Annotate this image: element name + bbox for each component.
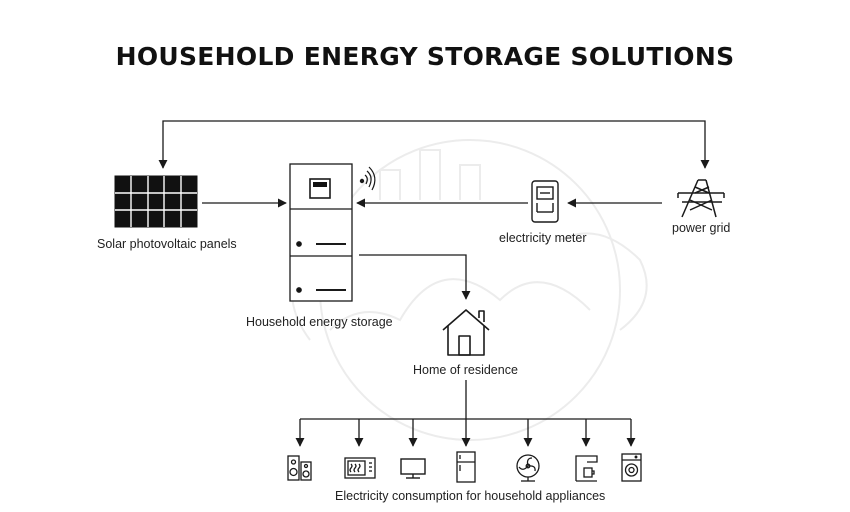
television-icon [400, 458, 426, 479]
refrigerator-icon [456, 451, 476, 483]
meter-label: electricity meter [499, 231, 587, 245]
grid-to-solar-connector [158, 120, 710, 169]
solar-panel-icon [114, 175, 198, 228]
electricity-meter-icon [531, 180, 559, 223]
wifi-icon [359, 166, 376, 191]
speaker-icon [287, 455, 312, 481]
solar-label: Solar photovoltaic panels [97, 237, 237, 251]
microwave-icon [344, 457, 376, 479]
page-title: HOUSEHOLD ENERGY STORAGE SOLUTIONS [115, 42, 735, 71]
fan-icon [516, 454, 540, 482]
appliances-label: Electricity consumption for household ap… [335, 489, 606, 503]
appliance-distribution-lines [295, 380, 636, 447]
storage-label: Household energy storage [246, 315, 393, 329]
storage-to-home-arrow [359, 254, 471, 300]
energy-storage-icon [289, 163, 353, 302]
power-grid-tower-icon [677, 179, 725, 218]
grid-label: power grid [672, 221, 731, 235]
home-label: Home of residence [413, 363, 518, 377]
coffee-maker-icon [575, 455, 598, 482]
home-icon [442, 309, 490, 356]
washing-machine-icon [621, 453, 642, 482]
